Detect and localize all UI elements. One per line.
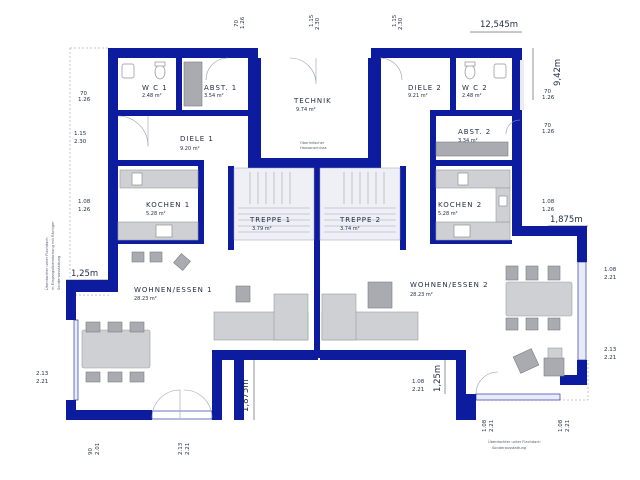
- room-name-technik: TECHNIK: [293, 97, 332, 105]
- room-name-wohnen1: WOHNEN/ESSEN 1: [134, 286, 213, 294]
- bottom-right-note: Überdachter unter Flachdach Sonderaussta…: [488, 439, 541, 450]
- svg-text:2.21: 2.21: [604, 275, 616, 281]
- room-area-technik: 9.74 m²: [296, 107, 316, 113]
- left-side-note: Überdachter unter Flachdach m Eingangsüb…: [44, 221, 61, 290]
- room-area-kochen2: 5.28 m²: [438, 211, 458, 217]
- svg-text:1.26: 1.26: [78, 207, 91, 213]
- walls: [66, 48, 587, 420]
- room-area-diele2: 9.21 m²: [408, 93, 428, 99]
- room-name-diele1: DIELE 1: [180, 135, 214, 143]
- svg-text:1.15: 1.15: [309, 14, 315, 27]
- room-area-treppe1: 3.79 m²: [252, 226, 272, 232]
- svg-text:2.13: 2.13: [604, 347, 617, 353]
- room-name-diele2: DIELE 2: [408, 84, 442, 92]
- svg-text:2.21: 2.21: [412, 387, 424, 393]
- dim-right-step: 1,875m: [550, 215, 583, 225]
- svg-text:70: 70: [544, 89, 551, 95]
- svg-text:2.21: 2.21: [36, 379, 48, 385]
- room-name-kochen2: KOCHEN 2: [438, 201, 482, 209]
- svg-text:90: 90: [88, 448, 94, 455]
- svg-text:m Eingangsüberdachung mit fläc: m Eingangsüberdachung mit flächiger: [51, 221, 55, 290]
- room-name-wohnen2: WOHNEN/ESSEN 2: [410, 281, 489, 289]
- window-dimensions: 70 1.26 1.15 2.30 1.15 2.30 70 1.26 1.15…: [36, 14, 617, 455]
- svg-text:2.13: 2.13: [36, 371, 49, 377]
- svg-text:1.15: 1.15: [74, 131, 87, 137]
- svg-text:1.15: 1.15: [392, 14, 398, 27]
- left-overhang-outline: [69, 48, 110, 296]
- svg-text:1.26: 1.26: [78, 97, 91, 103]
- svg-text:2.30: 2.30: [315, 17, 321, 30]
- svg-text:1.26: 1.26: [542, 207, 555, 213]
- svg-text:1.08: 1.08: [412, 379, 425, 385]
- room-name-treppe2: TREPPE 2: [339, 216, 381, 224]
- dim-bottom-left-step: 1,875m: [241, 379, 251, 412]
- room-area-wohnen2: 28.23 m²: [410, 292, 433, 298]
- svg-text:1.08: 1.08: [558, 419, 564, 432]
- room-area-abst1: 3.54 m²: [204, 93, 224, 99]
- svg-text:2.13: 2.13: [178, 442, 184, 455]
- svg-text:1.08: 1.08: [542, 199, 555, 205]
- room-labels: W C 1 2.48 m² ABST. 1 3.54 m² TECHNIK 9.…: [134, 84, 491, 302]
- room-name-kochen1: KOCHEN 1: [146, 201, 190, 209]
- room-area-wc1: 2.48 m²: [142, 93, 162, 99]
- room-name-wc2: W C 2: [462, 84, 488, 92]
- svg-text:2.21: 2.21: [185, 443, 191, 455]
- technik-note-2: Hausanschluss: [300, 146, 327, 150]
- svg-text:Sonderausstattung: Sonderausstattung: [57, 256, 61, 290]
- dim-right-height: 9,42m: [553, 59, 563, 86]
- svg-text:2.21: 2.21: [604, 355, 616, 361]
- svg-text:2.30: 2.30: [74, 139, 87, 145]
- svg-text:2.21: 2.21: [565, 420, 571, 432]
- svg-text:2.30: 2.30: [398, 17, 404, 30]
- svg-text:1.26: 1.26: [240, 16, 246, 29]
- room-area-wohnen1: 28.23 m²: [134, 296, 157, 302]
- furniture: [81, 251, 573, 383]
- svg-text:1.08: 1.08: [482, 419, 488, 432]
- room-area-abst2: 3.34 m²: [458, 138, 478, 144]
- stairs-1: [233, 167, 315, 241]
- room-name-abst1: ABST. 1: [204, 84, 237, 92]
- stairs-2: [319, 167, 401, 241]
- dim-bottom-right-step: 1,25m: [433, 365, 443, 392]
- svg-text:Überdachter unter Flachdach: Überdachter unter Flachdach: [488, 439, 541, 444]
- dimension-lines: [66, 31, 588, 420]
- svg-text:70: 70: [80, 91, 87, 97]
- fixtures: [117, 61, 511, 241]
- dim-left-step: 1,25m: [71, 269, 98, 279]
- room-name-abst2: ABST. 2: [458, 128, 491, 136]
- room-area-kochen1: 5.28 m²: [146, 211, 166, 217]
- room-area-diele1: 9.20 m²: [180, 146, 200, 152]
- svg-text:2.21: 2.21: [489, 420, 495, 432]
- svg-text:1.08: 1.08: [78, 199, 91, 205]
- svg-text:Überdachter unter Flachdach: Überdachter unter Flachdach: [44, 237, 49, 290]
- door-swings: [117, 57, 521, 419]
- svg-text:1.26: 1.26: [542, 95, 555, 101]
- svg-text:2.01: 2.01: [95, 443, 101, 455]
- svg-text:70: 70: [544, 123, 551, 129]
- room-area-treppe2: 3.74 m²: [340, 226, 360, 232]
- svg-text:1.08: 1.08: [604, 267, 617, 273]
- room-area-wc2: 2.48 m²: [462, 93, 482, 99]
- svg-text:70: 70: [234, 20, 240, 27]
- svg-text:1.26: 1.26: [542, 129, 555, 135]
- svg-text:Sonderausstattung: Sonderausstattung: [492, 446, 526, 450]
- technik-note-1: Oberirdischer: [300, 141, 325, 145]
- dim-top-width: 12,545m: [480, 20, 518, 30]
- room-name-treppe1: TREPPE 1: [249, 216, 291, 224]
- room-name-wc1: W C 1: [142, 84, 168, 92]
